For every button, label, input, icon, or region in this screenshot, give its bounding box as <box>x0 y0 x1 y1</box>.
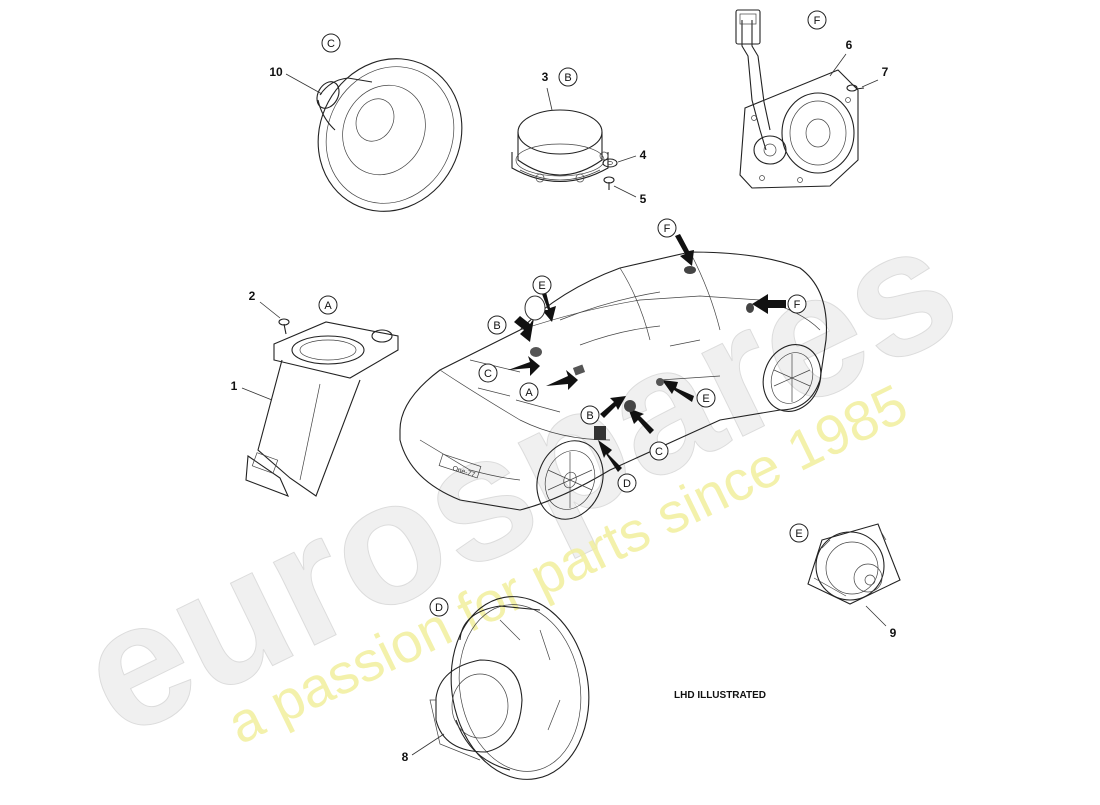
speaker-marker-f1 <box>684 266 696 274</box>
callout-6: 6 <box>846 38 853 52</box>
car-letters: B C A E F F E B C D <box>478 218 807 493</box>
callout-1: 1 <box>231 379 238 393</box>
speaker-group-e[interactable] <box>807 523 901 605</box>
speaker-marker-d <box>594 426 606 440</box>
circled-letter-a-car: A <box>519 382 539 402</box>
arrow-c2 <box>628 408 654 434</box>
circled-letter-b-car1: B <box>487 315 507 335</box>
arrow-f2 <box>752 294 786 314</box>
circled-letter-e-car1: E <box>532 275 552 295</box>
speaker-marker-b <box>530 347 542 357</box>
circled-letter-f-top: F <box>807 10 827 30</box>
callout-9: 9 <box>890 626 897 640</box>
arrow-c1 <box>508 356 540 376</box>
leader-1 <box>241 387 273 401</box>
arrow-d1 <box>598 440 622 472</box>
circled-letter-f-car1: F <box>657 218 677 238</box>
arrow-a1 <box>546 370 578 390</box>
callout-8: 8 <box>402 750 409 764</box>
circled-letter-d-bottom: D <box>429 597 449 617</box>
speaker-marker-f2 <box>746 303 754 313</box>
callout-10: 10 <box>269 65 283 79</box>
circled-letter-c-car1: C <box>478 363 498 383</box>
callout-4: 4 <box>640 148 647 162</box>
circled-letter-f-car2: F <box>787 294 807 314</box>
callout-5: 5 <box>640 192 647 206</box>
svg-text:C: C <box>655 446 663 458</box>
speaker-group-b[interactable] <box>511 109 609 183</box>
screw-2[interactable] <box>278 318 290 335</box>
front-wheel <box>536 440 604 520</box>
svg-text:F: F <box>794 299 801 311</box>
svg-text:E: E <box>538 280 545 292</box>
svg-text:D: D <box>435 602 443 614</box>
circled-letter-a-top: A <box>318 295 338 315</box>
svg-text:C: C <box>327 38 335 50</box>
speaker-group-d[interactable] <box>429 586 603 791</box>
leader-10 <box>285 73 323 95</box>
arrow-e2 <box>662 380 694 402</box>
arrow-b2 <box>600 396 626 418</box>
svg-text:F: F <box>814 15 821 27</box>
svg-text:A: A <box>525 387 533 399</box>
leader-7 <box>861 79 879 88</box>
callout-3: 3 <box>542 70 549 84</box>
leader-8 <box>411 733 445 756</box>
circled-letter-d-car: D <box>617 473 637 493</box>
svg-text:E: E <box>702 393 709 405</box>
leader-5 <box>613 185 637 198</box>
speaker-group-f[interactable] <box>735 9 859 189</box>
circled-letter-e-car2: E <box>696 388 716 408</box>
svg-text:E: E <box>795 528 802 540</box>
speaker-marker-e2 <box>656 378 664 386</box>
arrow-f1 <box>675 234 694 266</box>
washer-4[interactable] <box>602 158 618 168</box>
speaker-group-c[interactable] <box>292 33 489 236</box>
circled-letter-b-top: B <box>558 67 578 87</box>
leader-3 <box>546 87 553 111</box>
svg-text:B: B <box>586 410 593 422</box>
leader-6 <box>829 53 847 77</box>
leader-2 <box>259 301 281 319</box>
speaker-marker-c <box>624 400 636 412</box>
circled-letter-c-car2: C <box>649 441 669 461</box>
svg-text:B: B <box>564 72 571 84</box>
number-plate <box>438 453 482 479</box>
arrow-b1 <box>514 316 534 342</box>
circled-letter-e-bottom: E <box>789 523 809 543</box>
svg-text:C: C <box>484 368 492 380</box>
svg-text:A: A <box>324 300 332 312</box>
leader-9 <box>865 605 887 627</box>
rear-wheel <box>762 344 822 412</box>
location-arrows <box>508 234 786 472</box>
speaker-marker-a <box>572 364 586 376</box>
callout-2: 2 <box>249 289 256 303</box>
leader-4 <box>617 155 637 163</box>
screw-5[interactable] <box>603 176 615 190</box>
svg-text:D: D <box>623 478 631 490</box>
arrow-e1 <box>542 292 556 322</box>
circled-letter-c-top: C <box>321 33 341 53</box>
speaker-group-a[interactable] <box>245 321 399 497</box>
circled-letter-b-car2: B <box>580 405 600 425</box>
svg-text:B: B <box>493 320 500 332</box>
callout-7: 7 <box>882 65 889 79</box>
speaker-marker-e1 <box>524 295 546 321</box>
lhd-illustrated-note: LHD ILLUSTRATED <box>674 690 766 701</box>
screw-7[interactable] <box>846 84 865 92</box>
svg-text:F: F <box>664 223 671 235</box>
